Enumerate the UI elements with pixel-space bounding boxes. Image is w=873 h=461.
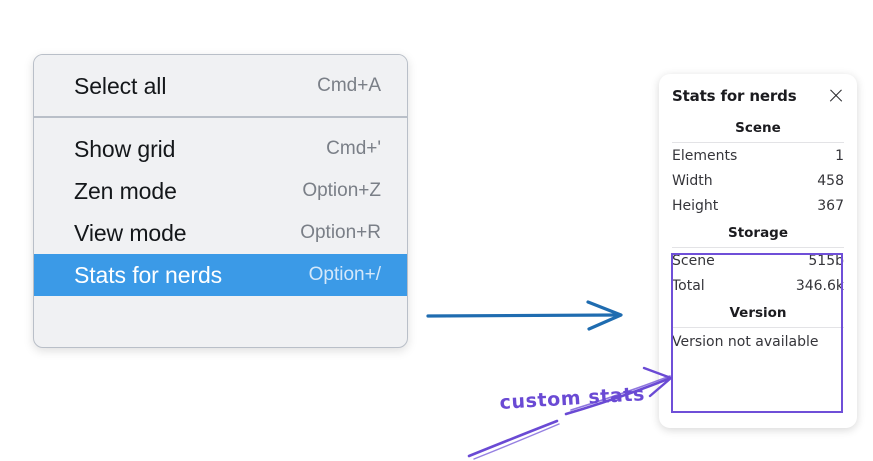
stat-row-elements: Elements 1 [672,143,844,168]
stat-key: Width [672,173,713,189]
menu-item-stats-for-nerds[interactable]: Stats for nerds Option+/ [34,254,407,296]
menu-item-label: Show grid [74,135,176,162]
menu-item-shortcut: Option+R [300,222,381,243]
stats-group-title: Storage [672,218,844,248]
menu-section-1: Select all Cmd+A [34,55,407,117]
custom-stats-annotation-label: custom stats [499,383,646,414]
stat-value: 1 [835,148,844,164]
stats-group-version: Version Version not available [672,298,844,354]
menu-item-view-mode[interactable]: View mode Option+R [34,212,407,254]
stats-for-nerds-panel: Stats for nerds Scene Elements 1 Width 4… [659,74,857,428]
stat-key: Elements [672,148,738,164]
stat-value: 515b [808,253,844,269]
stat-key: Scene [672,253,715,269]
menu-section-2: Show grid Cmd+' Zen mode Option+Z View m… [34,117,407,318]
stat-row-total-storage: Total 346.6k [672,273,844,298]
menu-item-zen-mode[interactable]: Zen mode Option+Z [34,170,407,212]
stat-row-scene-storage: Scene 515b [672,248,844,273]
version-note: Version not available [672,334,819,350]
menu-item-label: Zen mode [74,177,177,204]
menu-item-shortcut: Option+Z [302,180,381,201]
stats-group-storage: Storage Scene 515b Total 346.6k [672,218,844,298]
menu-item-select-all[interactable]: Select all Cmd+A [34,65,407,107]
stat-key: Height [672,198,719,214]
stat-value: 367 [817,198,844,214]
menu-item-label: View mode [74,219,187,246]
stat-value: 458 [817,173,844,189]
menu-item-label: Stats for nerds [74,261,223,288]
stat-row-height: Height 367 [672,193,844,218]
stat-value: 346.6k [795,278,844,294]
stat-row-width: Width 458 [672,168,844,193]
context-menu: Select all Cmd+A Show grid Cmd+' Zen mod… [33,54,408,348]
menu-item-label: Select all [74,72,167,99]
flow-arrow-icon [426,300,623,331]
menu-item-shortcut: Cmd+' [326,138,381,159]
underline-stroke-icon [467,419,560,460]
stats-group-scene: Scene Elements 1 Width 458 Height 367 [672,113,844,218]
stats-group-title: Version [672,298,844,328]
menu-item-shortcut: Cmd+A [317,75,381,96]
stats-panel-header: Stats for nerds [672,74,844,113]
stats-group-title: Scene [672,113,844,143]
close-icon[interactable] [828,88,844,104]
stat-key: Total [672,278,705,294]
menu-item-shortcut: Option+/ [308,264,381,285]
menu-bottom-padding [34,296,407,318]
stats-panel-title: Stats for nerds [672,87,797,105]
menu-item-show-grid[interactable]: Show grid Cmd+' [34,128,407,170]
